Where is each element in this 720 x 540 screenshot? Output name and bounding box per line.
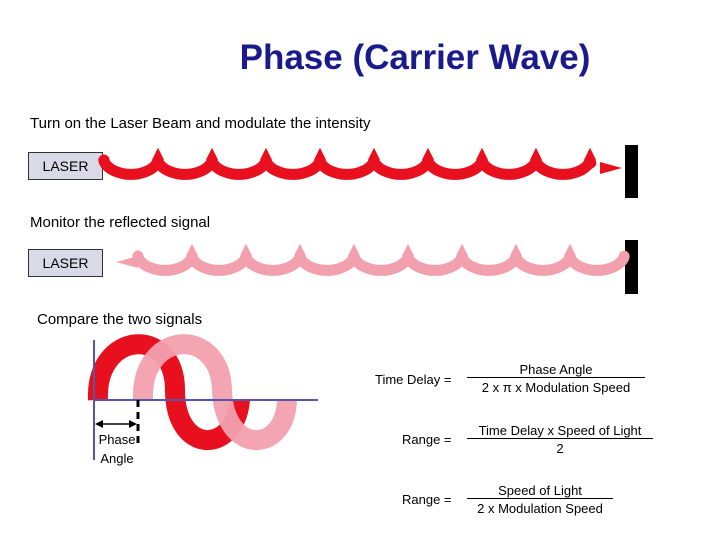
time-delay-numerator: Phase Angle [519, 362, 593, 377]
reflector-wall-top [625, 145, 638, 198]
page-title: Phase (Carrier Wave) [239, 38, 591, 77]
time-delay-fraction: Phase Angle 2 x π x Modulation Speed [467, 362, 645, 395]
outgoing-arrowhead [600, 162, 622, 174]
caption-turn-on: Turn on the Laser Beam and modulate the … [30, 115, 371, 132]
caption-compare: Compare the two signals [37, 311, 203, 328]
range2-label: Range = [402, 492, 452, 507]
phase-bracket-arrow-left [95, 420, 103, 428]
comparison-wave-outgoing [87, 334, 250, 450]
range2-denominator: 2 x Modulation Speed [467, 498, 613, 516]
range1-numerator: Time Delay x Speed of Light [478, 423, 642, 438]
reflected-arrowhead [116, 256, 138, 268]
range2-numerator: Speed of Light [498, 483, 582, 498]
comparison-wave-reflected [132, 334, 297, 450]
caption-monitor: Monitor the reflected signal [30, 214, 211, 231]
phase-label-line1: Phase [98, 432, 136, 447]
time-delay-denominator: 2 x π x Modulation Speed [467, 377, 645, 395]
laser-emitter-bottom: LASER [28, 249, 103, 277]
phase-angle-label: Phase Angle [94, 430, 140, 468]
outgoing-wave [98, 147, 597, 180]
phase-bracket-arrow-right [129, 420, 137, 428]
phase-label-line2: Angle [100, 451, 134, 466]
laser-emitter-top: LASER [28, 152, 103, 180]
range1-label: Range = [402, 432, 452, 447]
range2-fraction: Speed of Light 2 x Modulation Speed [467, 483, 613, 516]
range1-denominator: 2 [467, 438, 653, 456]
reflected-wave [132, 243, 630, 276]
time-delay-label: Time Delay = [375, 372, 452, 387]
range1-fraction: Time Delay x Speed of Light 2 [467, 423, 653, 456]
